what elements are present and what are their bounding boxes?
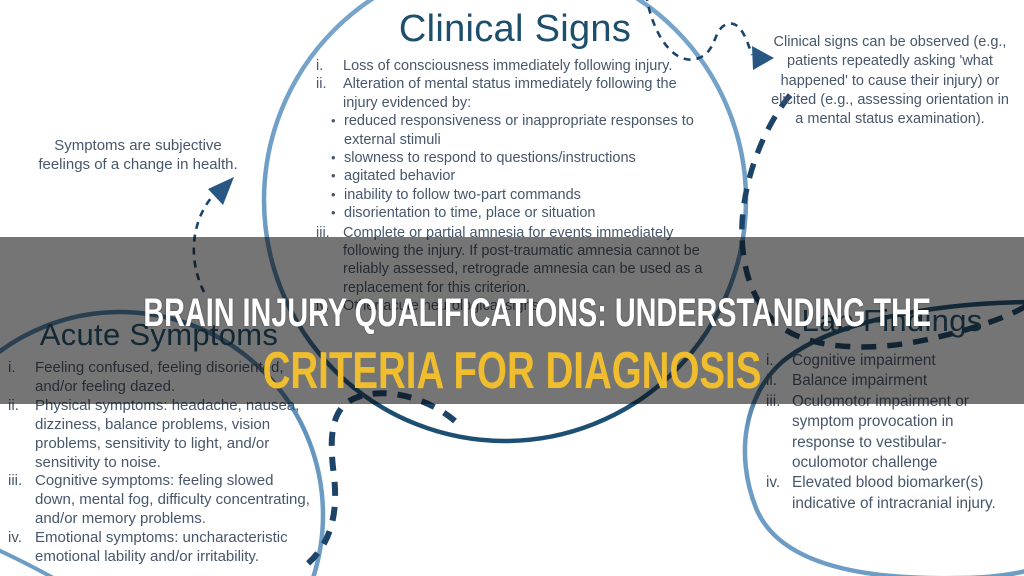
list-item: iv. Elevated blood biomarker(s) indicati… — [766, 473, 1018, 514]
list-text: Cognitive symptoms: feeling slowed down,… — [35, 472, 310, 528]
bullet-icon: • — [331, 205, 336, 221]
bullet-text: agitated behavior — [344, 168, 456, 185]
bullet-item: • reduced responsiveness or inappropriat… — [331, 112, 714, 149]
list-item: iii. Oculomotor impairment or symptom pr… — [766, 392, 1018, 474]
list-marker: iii. — [8, 472, 23, 490]
list-item: iv. Emotional symptoms: uncharacteristic… — [8, 529, 310, 567]
clinical-signs-title: Clinical Signs — [398, 8, 632, 50]
list-item: ii. Physical symptoms: headache, nausea,… — [8, 397, 310, 473]
bullet-item: • slowness to respond to questions/instr… — [331, 149, 714, 167]
bullet-item: • inability to follow two-part commands — [331, 186, 714, 204]
list-marker: ii. — [8, 396, 19, 414]
bullet-text: disorientation to time, place or situati… — [344, 205, 596, 222]
banner-title: BRAIN INJURY QUALIFICATIONS: UNDERSTANDI… — [143, 291, 932, 335]
bullet-text: reduced responsiveness or inappropriate … — [344, 113, 694, 148]
list-marker: iii. — [316, 224, 330, 241]
bullet-text: inability to follow two-part commands — [344, 186, 581, 203]
list-text: Alteration of mental status immediately … — [343, 76, 677, 111]
bullet-icon: • — [331, 150, 336, 166]
list-marker: iv. — [8, 529, 22, 547]
banner-subtitle: CRITERIA FOR DIAGNOSIS — [262, 342, 762, 400]
list-marker: i. — [316, 58, 324, 74]
note-line: a mental status examination). — [795, 111, 985, 128]
list-item: iii. Cognitive symptoms: feeling slowed … — [8, 472, 310, 529]
bullet-item: • agitated behavior — [331, 167, 714, 185]
note-line: feelings of a change in health. — [38, 156, 238, 173]
note-line: happened' to cause their injury) or — [780, 72, 1000, 89]
list-text: Elevated blood biomarker(s) indicative o… — [792, 474, 996, 512]
note-line: Clinical signs can be observed (e.g., — [773, 34, 1007, 50]
note-line: elicited (e.g., assessing orientation in — [771, 91, 1009, 108]
bullet-list: • reduced responsiveness or inappropriat… — [331, 112, 714, 222]
note-line: Symptoms are subjective — [54, 137, 222, 154]
dashed-curve-top-right — [645, 0, 754, 61]
list-text: Loss of consciousness immediately follow… — [343, 58, 673, 74]
arrow-right-icon — [752, 46, 774, 70]
symptoms-note: Symptoms are subjective feelings of a ch… — [28, 136, 248, 174]
title-overlay-band — [0, 237, 1024, 404]
clinical-signs-note: Clinical signs can be observed (e.g., pa… — [756, 33, 1024, 129]
bullet-text: slowness to respond to questions/instruc… — [344, 150, 636, 167]
bullet-icon: • — [331, 186, 336, 202]
list-text: Emotional symptoms: uncharacteristic emo… — [35, 529, 288, 566]
list-text: Oculomotor impairment or symptom provoca… — [792, 393, 969, 472]
list-marker: iii. — [766, 392, 792, 474]
note-line: patients repeatedly asking 'what — [787, 53, 993, 70]
bullet-icon: • — [331, 113, 336, 129]
list-marker: ii. — [316, 76, 327, 93]
corner-arc-bottom-left — [0, 548, 54, 576]
bullet-item: • disorientation to time, place or situa… — [331, 204, 714, 222]
list-text: Physical symptoms: headache, nausea, diz… — [35, 396, 300, 471]
list-item: ii. Alteration of mental status immediat… — [316, 75, 714, 223]
list-marker: iv. — [766, 474, 781, 492]
bullet-icon: • — [331, 168, 336, 184]
list-item: i. Loss of consciousness immediately fol… — [316, 57, 714, 75]
dashed-arc-bottom — [303, 390, 457, 569]
arrow-up-right-icon — [208, 177, 234, 205]
